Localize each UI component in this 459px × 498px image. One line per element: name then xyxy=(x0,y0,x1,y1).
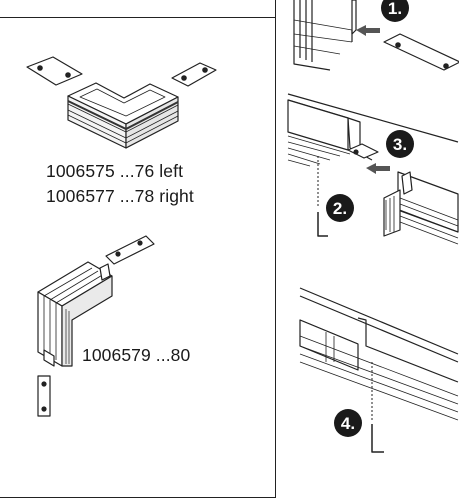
step-badge-2: 2. xyxy=(326,194,354,222)
svg-text:2.: 2. xyxy=(333,199,347,218)
step-1-illustration xyxy=(293,0,459,71)
step-2-3-illustration xyxy=(287,93,459,245)
step-badge-3: 3. xyxy=(386,130,414,158)
step-badge-1: 1. xyxy=(381,0,409,22)
svg-text:4.: 4. xyxy=(341,414,355,433)
arrow-step-3 xyxy=(366,163,390,174)
vertical-corner-illustration xyxy=(37,235,155,417)
svg-text:1.: 1. xyxy=(388,0,402,18)
product-code-vertical-corner: 1006579 ...80 xyxy=(82,345,191,365)
arrow-step-1 xyxy=(356,25,380,36)
product-code-corner-left: 1006575 ...76 left xyxy=(46,161,184,181)
step-badge-4: 4. xyxy=(334,409,362,437)
svg-text:3.: 3. xyxy=(393,135,407,154)
product-code-corner-right: 1006577 ...78 right xyxy=(46,186,194,206)
horizontal-corner-illustration xyxy=(26,56,217,149)
step-4-illustration xyxy=(299,287,459,453)
header-box xyxy=(0,0,276,18)
